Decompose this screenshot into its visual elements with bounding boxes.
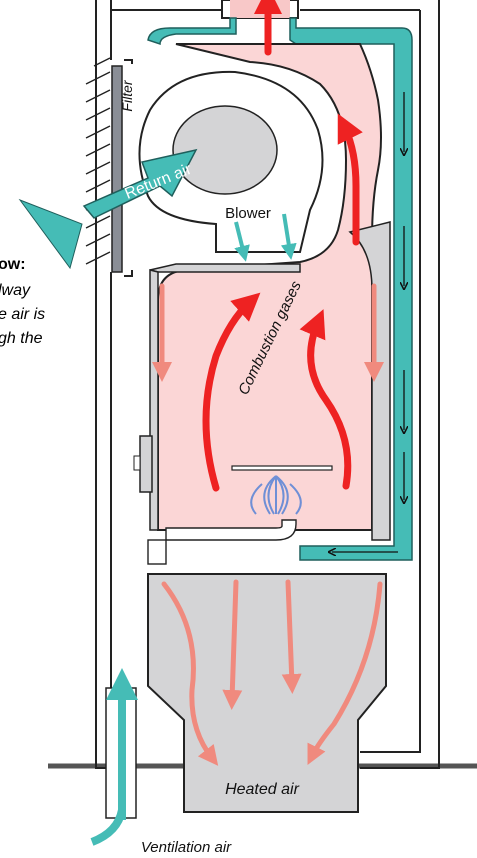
blower-wheel	[173, 106, 277, 194]
combustion-chamber	[150, 264, 300, 272]
ventilation-air-label: Ventilation air	[141, 839, 232, 856]
flue-stack	[222, 0, 298, 18]
heated-air-label: Heated air	[225, 781, 299, 798]
ventilation-intake	[92, 684, 136, 842]
blower-label: Blower	[225, 205, 271, 222]
inspection-port	[140, 436, 152, 492]
filter-label: Filter	[119, 79, 135, 111]
caption-line-3: e air is	[0, 306, 45, 324]
caption-line-4: gh the	[0, 330, 42, 348]
caption-line-2: lway	[0, 282, 30, 300]
caption-line-1: ow:	[0, 256, 26, 274]
